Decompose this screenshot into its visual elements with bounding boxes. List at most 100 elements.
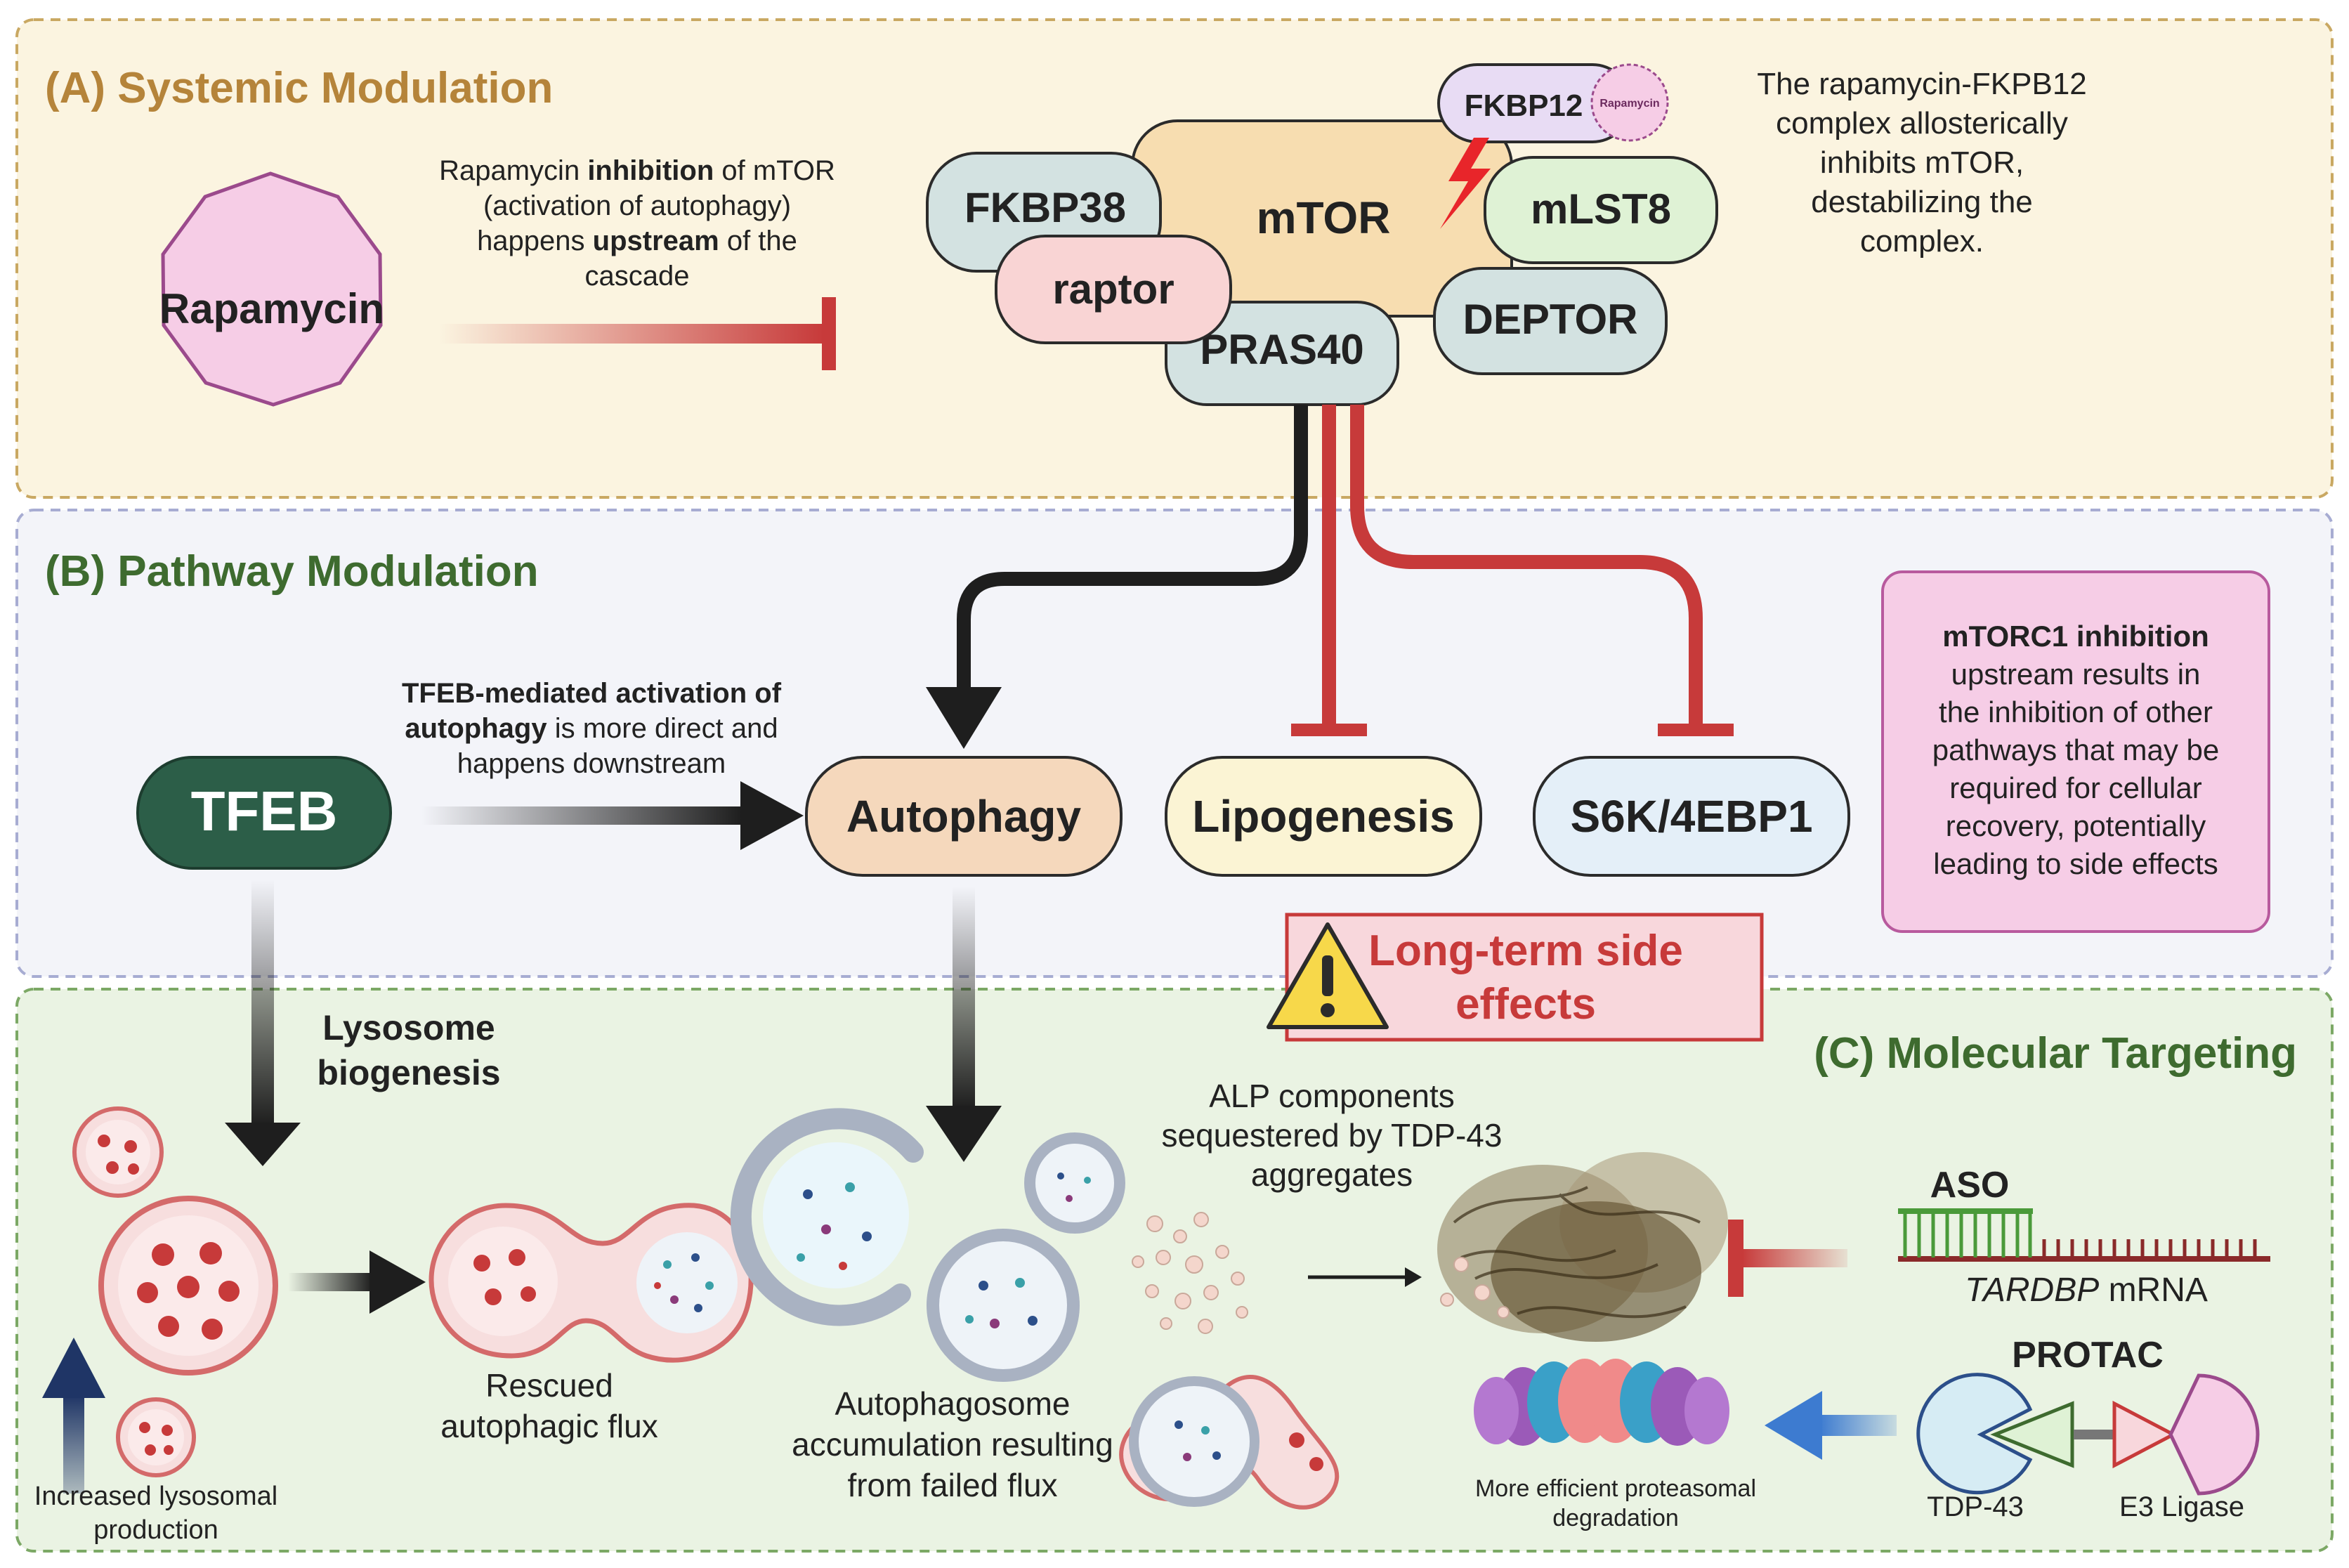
rescued-label-line2: autophagic flux <box>440 1408 657 1444</box>
fkbp38-label: FKBP38 <box>964 184 1126 231</box>
mtor-label: mTOR <box>1257 192 1391 243</box>
mlst8-label: mLST8 <box>1531 185 1671 233</box>
rapamycin-note-line2: (activation of autophagy) <box>483 190 791 221</box>
s6k-label: S6K/4EBP1 <box>1570 791 1812 842</box>
protac-to-proteasome-arrowhead <box>1765 1391 1822 1460</box>
alp-fragments <box>1132 1212 1248 1334</box>
complex-note-line2: complex allosterically <box>1776 106 2068 141</box>
aso-inhibition-line <box>1742 1249 1847 1267</box>
tfeb-pill <box>136 756 392 870</box>
increase-up-line <box>63 1395 84 1494</box>
complex-note-line1: The rapamycin-FKPB12 <box>1757 67 2087 101</box>
rapamycin-note-line4: cascade <box>585 261 690 292</box>
lysosome-large <box>98 1196 278 1376</box>
raptor-pill <box>995 235 1232 344</box>
rapamycin-note-line3: happens upstream of the <box>477 226 797 256</box>
lipogenesis-label: Lipogenesis <box>1192 791 1454 842</box>
section-c-panel <box>15 988 2334 1553</box>
warning-line1: Long-term side <box>1368 927 1683 975</box>
tdp43-aggregate <box>1437 1152 1728 1342</box>
rapamycin-inhibition-bar <box>822 297 836 370</box>
s6k-inhibit-bar <box>1658 724 1734 736</box>
tfeb-label: TFEB <box>191 780 338 842</box>
proteasome-icon <box>1474 1359 1729 1446</box>
tfeb-note-line2: autophagy is more direct and <box>405 713 778 744</box>
tfeb-down-arrowhead <box>225 1123 301 1166</box>
tardbp-mrna-label: TARDBP mRNA <box>1965 1272 2208 1309</box>
deptor-label: DEPTOR <box>1463 296 1638 343</box>
lysosome-label-line1: Lysosome <box>322 1008 495 1047</box>
warning-line2: effects <box>1455 980 1596 1028</box>
section-b-title: (B) Pathway Modulation <box>45 547 539 596</box>
increase-up-arrowhead <box>42 1338 105 1398</box>
rapamycin-small-circle <box>1590 63 1669 142</box>
autophagosome-middle <box>927 1229 1080 1382</box>
mtorc1-note-line2: upstream results in <box>1951 658 2201 691</box>
mtorc1-note-line7: leading to side effects <box>1933 847 2218 880</box>
tfeb-to-autophagy-arrowhead <box>740 781 804 850</box>
autophagosome-open <box>730 1108 924 1326</box>
rapamycin-inhibition-line <box>439 324 824 344</box>
autophagosome-fusion <box>1119 1375 1340 1510</box>
mtorc1-note-line6: recovery, potentially <box>1946 809 2206 842</box>
fkbp12-label: FKBP12 <box>1465 89 1583 123</box>
lysosome-to-fusion-arrowhead <box>369 1250 426 1314</box>
alp-label-line2: sequestered by TDP-43 <box>1162 1117 1503 1154</box>
s6k-inhibit-line <box>1350 405 1703 728</box>
s6k-pill <box>1533 756 1850 877</box>
increased-label-line2: production <box>93 1515 218 1545</box>
pras40-pill <box>1165 301 1399 406</box>
autophagosome-small <box>1024 1132 1125 1234</box>
tfeb-to-autophagy-line <box>421 806 742 825</box>
aso-mrna-strand <box>1898 1208 2270 1262</box>
proteasome-label-line2: degradation <box>1552 1505 1679 1531</box>
mtorc1-note-line3: the inhibition of other <box>1939 695 2213 729</box>
rapamycin-note-line1: Rapamycin inhibition of mTOR <box>439 155 835 186</box>
mtorc1-note-line1: mTORC1 inhibition <box>1942 620 2209 653</box>
accumulation-label-line2: accumulation resulting <box>792 1426 1113 1463</box>
autophagy-label: Autophagy <box>846 791 1082 842</box>
protac-molecule <box>1916 1373 2260 1496</box>
lysosome-small-bottom <box>116 1397 196 1477</box>
section-c-title: (C) Molecular Targeting <box>1814 1029 2297 1078</box>
lightning-icon <box>1440 138 1491 229</box>
section-a-title: (A) Systemic Modulation <box>45 64 553 112</box>
protac-to-proteasome-line <box>1819 1415 1897 1436</box>
rescued-label-line1: Rescued <box>485 1367 613 1404</box>
lipogenesis-pill <box>1165 756 1482 877</box>
autophagy-down-line <box>953 887 975 1109</box>
rescued-autolysosome <box>428 1203 754 1363</box>
tfeb-down-line <box>251 880 274 1125</box>
warning-icon-dot <box>1321 1003 1335 1017</box>
rapamycin-small-label: Rapamycin <box>1599 98 1659 110</box>
lysosome-small-top <box>72 1106 164 1198</box>
alp-label-line3: aggregates <box>1251 1156 1413 1193</box>
alp-label-line1: ALP components <box>1209 1078 1455 1114</box>
tfeb-note-line3: happens downstream <box>457 748 726 779</box>
protac-label: PROTAC <box>2012 1335 2164 1376</box>
deptor-pill <box>1433 267 1668 375</box>
accumulation-label-line3: from failed flux <box>847 1467 1057 1503</box>
lipogenesis-inhibit-bar <box>1291 724 1367 736</box>
raptor-label: raptor <box>1052 266 1174 313</box>
accumulation-label-line1: Autophagosome <box>835 1385 1070 1422</box>
rapamycin-label: Rapamycin <box>159 285 384 332</box>
complex-note-line3: inhibits mTOR, <box>1820 145 2024 180</box>
e3-ligase-label: E3 Ligase <box>2119 1491 2244 1522</box>
alp-to-aggregate-arrowhead <box>1405 1267 1422 1287</box>
mlst8-pill <box>1484 156 1718 264</box>
pras40-label: PRAS40 <box>1200 326 1363 373</box>
tdp43-label: TDP-43 <box>1927 1491 2024 1522</box>
proteasome-label-line1: More efficient proteasomal <box>1475 1475 1756 1502</box>
complex-note-line4: destabilizing the <box>1811 185 2033 219</box>
increased-label-line1: Increased lysosomal <box>34 1482 277 1511</box>
mtor-to-autophagy-arrow <box>957 405 1308 688</box>
tfeb-note-line1: TFEB-mediated activation of <box>402 678 782 709</box>
warning-icon-bar <box>1322 955 1333 996</box>
lysosome-label-line2: biogenesis <box>317 1053 500 1092</box>
mtorc1-note-line5: required for cellular <box>1949 771 2202 804</box>
autophagy-down-arrowhead <box>926 1106 1002 1162</box>
mtorc1-note-box <box>1881 570 2270 933</box>
rapamycin-polygon <box>161 171 383 407</box>
